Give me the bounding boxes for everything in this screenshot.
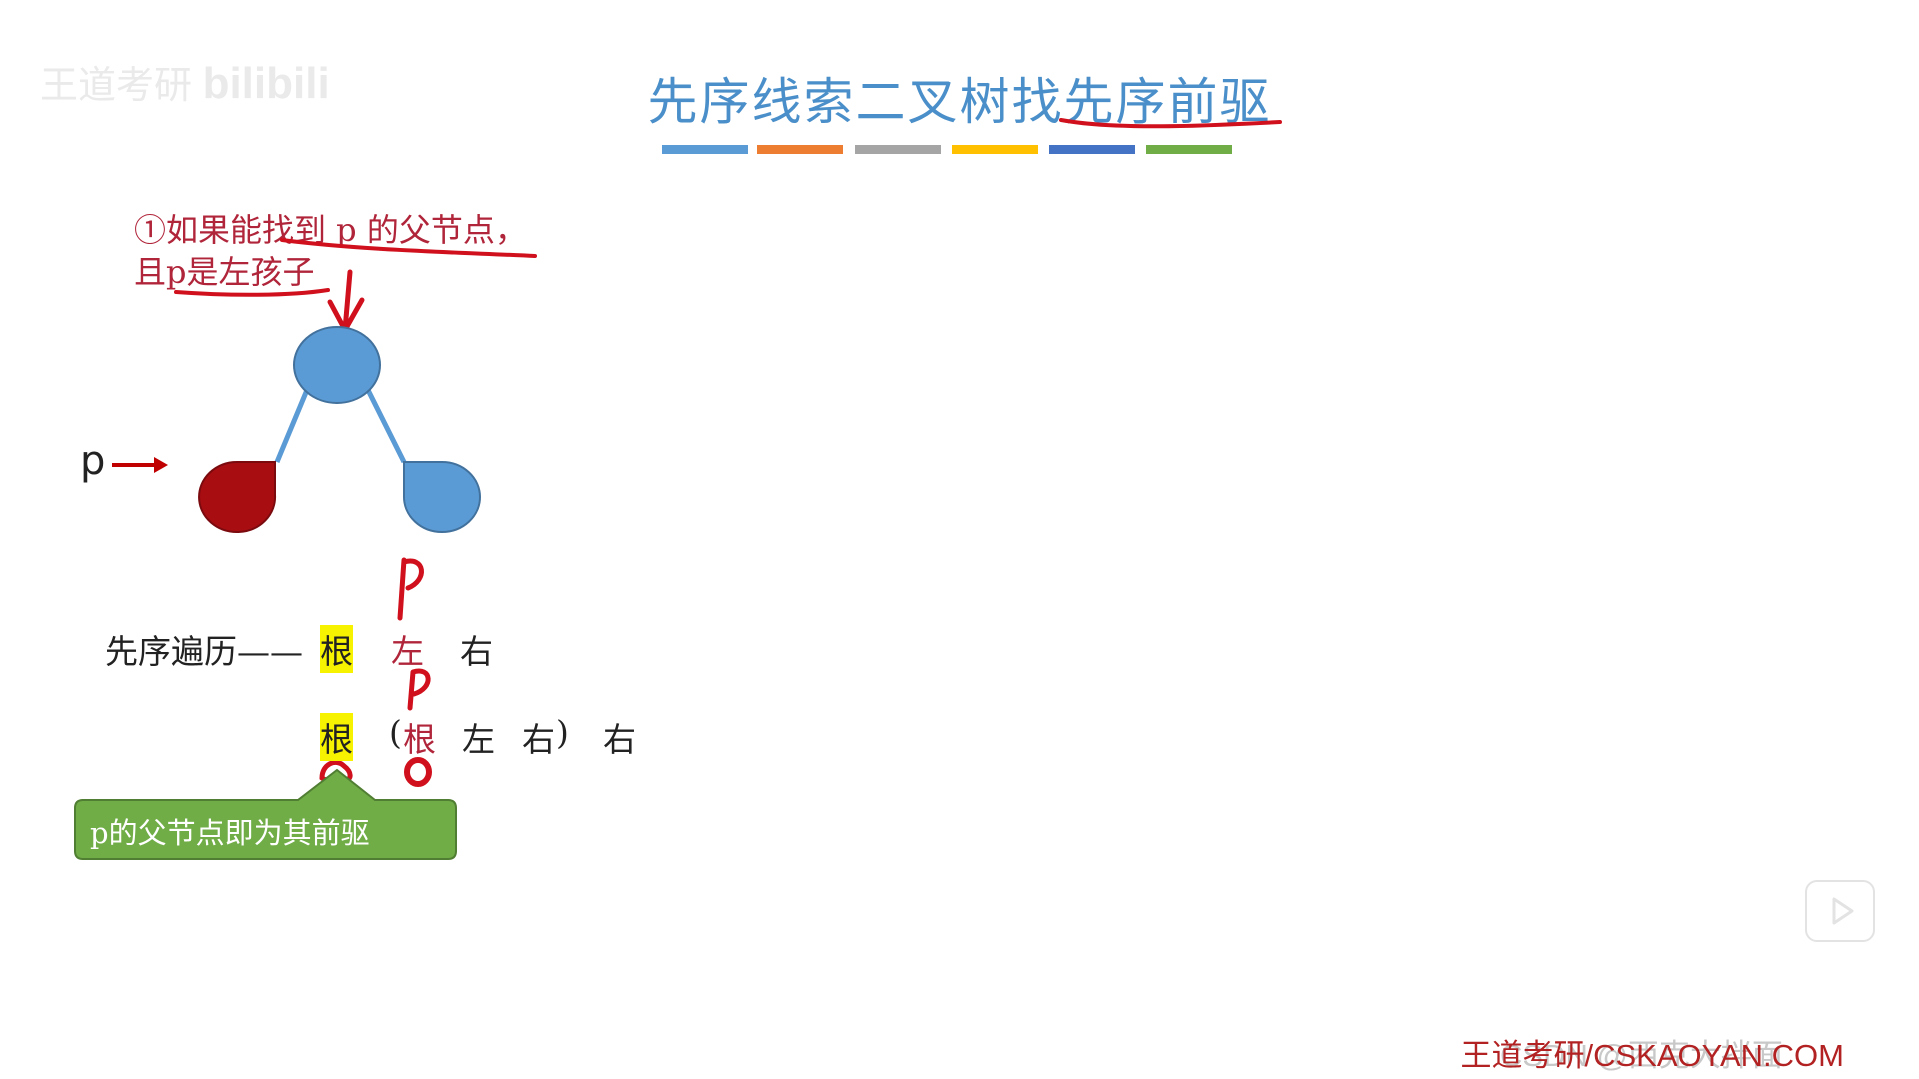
slide-title: 先序线索二叉树找先序前驱 [647, 73, 1272, 131]
color-bar-3 [855, 145, 941, 154]
watermark-text: 王道考研 bilibili [40, 59, 330, 108]
row1-left: 左 [391, 632, 424, 671]
color-bar-6 [1146, 145, 1232, 154]
right-child-node [403, 461, 481, 533]
hand-circle-sub-root [404, 757, 432, 787]
row2-sub-right: 右 [522, 720, 555, 759]
color-bar-2 [757, 145, 843, 154]
play-icon [1832, 897, 1854, 925]
color-bar-4 [952, 145, 1038, 154]
csdn-watermark: CSDN @西克大拌面 [1500, 1038, 1783, 1073]
condition-line-1: ①如果能找到 p 的父节点， [134, 211, 527, 249]
parent-node [293, 326, 381, 404]
play-button[interactable] [1805, 880, 1875, 942]
footer-brand: 王道考研/CSKAOYAN.COM [1460, 1038, 1844, 1073]
edge-right [365, 388, 407, 464]
row2-root: 根 [320, 713, 353, 761]
callout-text: p的父节点即为其前驱 [90, 816, 370, 850]
row2-right: 右 [603, 720, 636, 759]
condition-underline-1 [280, 238, 537, 258]
row2-close-paren: ) [556, 713, 569, 752]
color-bar-1 [662, 145, 748, 154]
hand-p-mark-1 [397, 557, 424, 621]
pointer-arrow-head-icon [154, 457, 168, 473]
traversal-label: 先序遍历—— [105, 632, 303, 671]
condition-underline-2 [174, 288, 330, 297]
condition-line-2: 且p是左孩子 [134, 253, 315, 291]
edge-left [274, 389, 310, 463]
row1-right: 右 [460, 632, 493, 671]
title-underline [1059, 118, 1282, 129]
row2-sub-root: 根 [403, 720, 436, 759]
row2-open-paren: ( [389, 713, 402, 752]
color-bar-5 [1049, 145, 1135, 154]
row1-root: 根 [320, 625, 353, 673]
hand-p-mark-2 [407, 668, 431, 711]
pointer-label: p [80, 438, 106, 484]
left-child-node-p [198, 461, 277, 533]
row2-sub-left: 左 [462, 720, 495, 759]
